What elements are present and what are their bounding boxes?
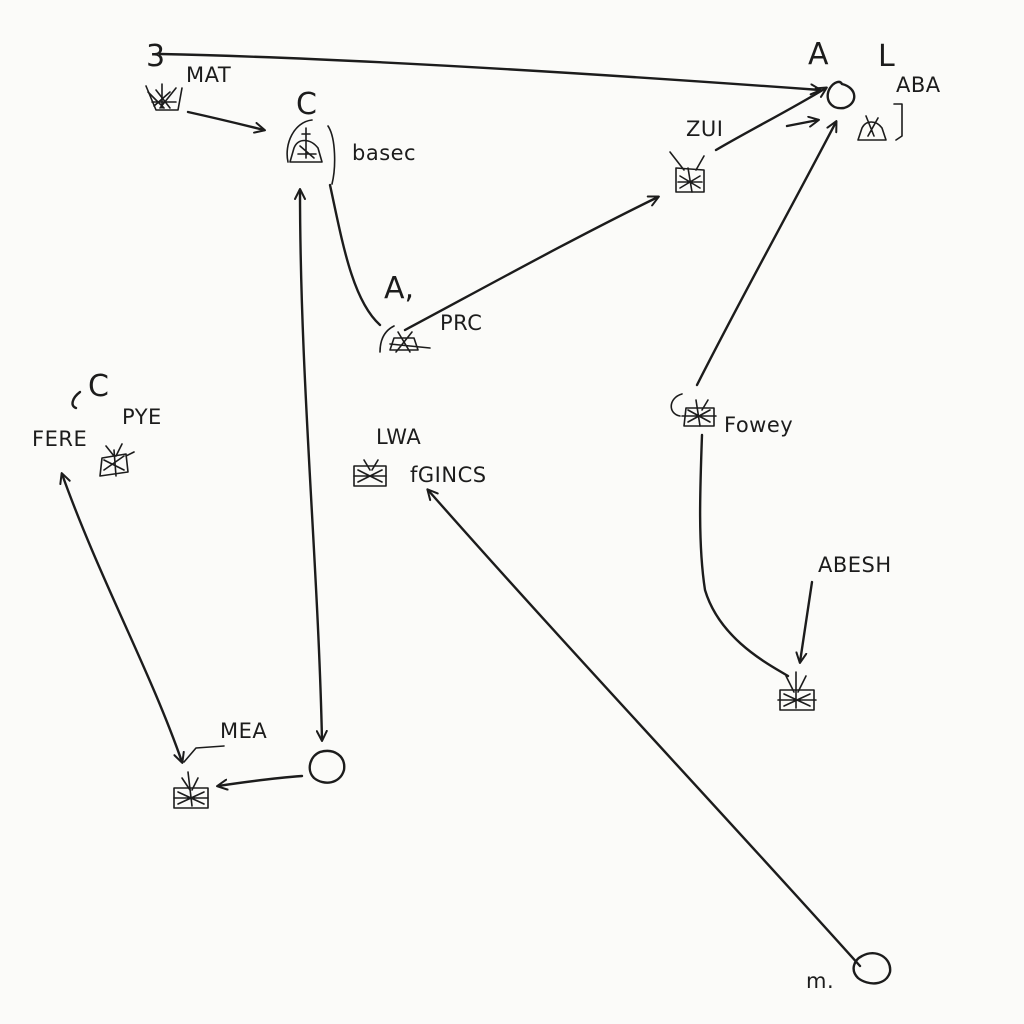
edge-mat-icon-to-c — [186, 110, 266, 134]
m-circle-node[interactable] — [852, 951, 892, 985]
label-lwa: LWA — [376, 425, 421, 449]
zui-node-icon[interactable] — [669, 151, 705, 193]
label-prc: PRC — [440, 311, 482, 335]
edge-fowey-curve — [698, 433, 790, 678]
label-fgincs: fGINCS — [410, 463, 487, 487]
label-3: 3 — [146, 39, 165, 74]
c-left-bracket — [71, 390, 82, 410]
edge-fgincs-to-m[interactable] — [426, 488, 862, 968]
lwa-node-icon[interactable] — [353, 459, 387, 487]
junction-circle-node[interactable] — [308, 749, 346, 784]
label-basec: basec — [352, 141, 416, 165]
label-c-left: C — [88, 369, 109, 404]
label-c-top: C — [296, 87, 317, 122]
edge-c-to-circle[interactable] — [294, 188, 328, 742]
edge-mat-to-a — [158, 52, 822, 96]
edge-zui-to-a — [714, 86, 828, 152]
edge-short-to-a — [785, 115, 820, 128]
label-a-mid: A, — [384, 271, 414, 306]
a-circle-node[interactable] — [826, 80, 856, 110]
edge-c-to-prc — [328, 183, 382, 327]
label-l-top: L — [878, 39, 895, 74]
fowey-node-icon[interactable] — [670, 393, 717, 427]
label-aba: ABA — [896, 73, 941, 97]
pye-node-icon[interactable] — [99, 443, 135, 477]
edge-fowey-to-a — [695, 120, 838, 387]
label-fowey: Fowey — [724, 413, 793, 437]
mea-node-icon[interactable] — [173, 745, 225, 809]
label-mat: MAT — [186, 63, 231, 87]
mat-node-icon[interactable] — [145, 83, 183, 111]
label-abesh: ABESH — [818, 553, 892, 577]
edge-circle-to-mea — [216, 774, 304, 791]
label-a-top: A — [808, 37, 829, 72]
label-m: m. — [806, 969, 834, 993]
aba-node-icon[interactable] — [857, 103, 903, 141]
prc-node-icon[interactable] — [379, 325, 431, 353]
edge-prc-to-zui — [403, 195, 660, 332]
edge-fere-to-mea[interactable] — [59, 472, 185, 764]
label-fere: FERE — [32, 427, 87, 451]
label-pye: PYE — [122, 405, 162, 429]
c-node-icon[interactable] — [286, 119, 336, 185]
label-mea: MEA — [220, 719, 267, 743]
abesh-node-icon[interactable] — [777, 671, 817, 711]
label-zui: ZUI — [686, 117, 723, 141]
edge-abesh-to-node — [795, 580, 814, 664]
